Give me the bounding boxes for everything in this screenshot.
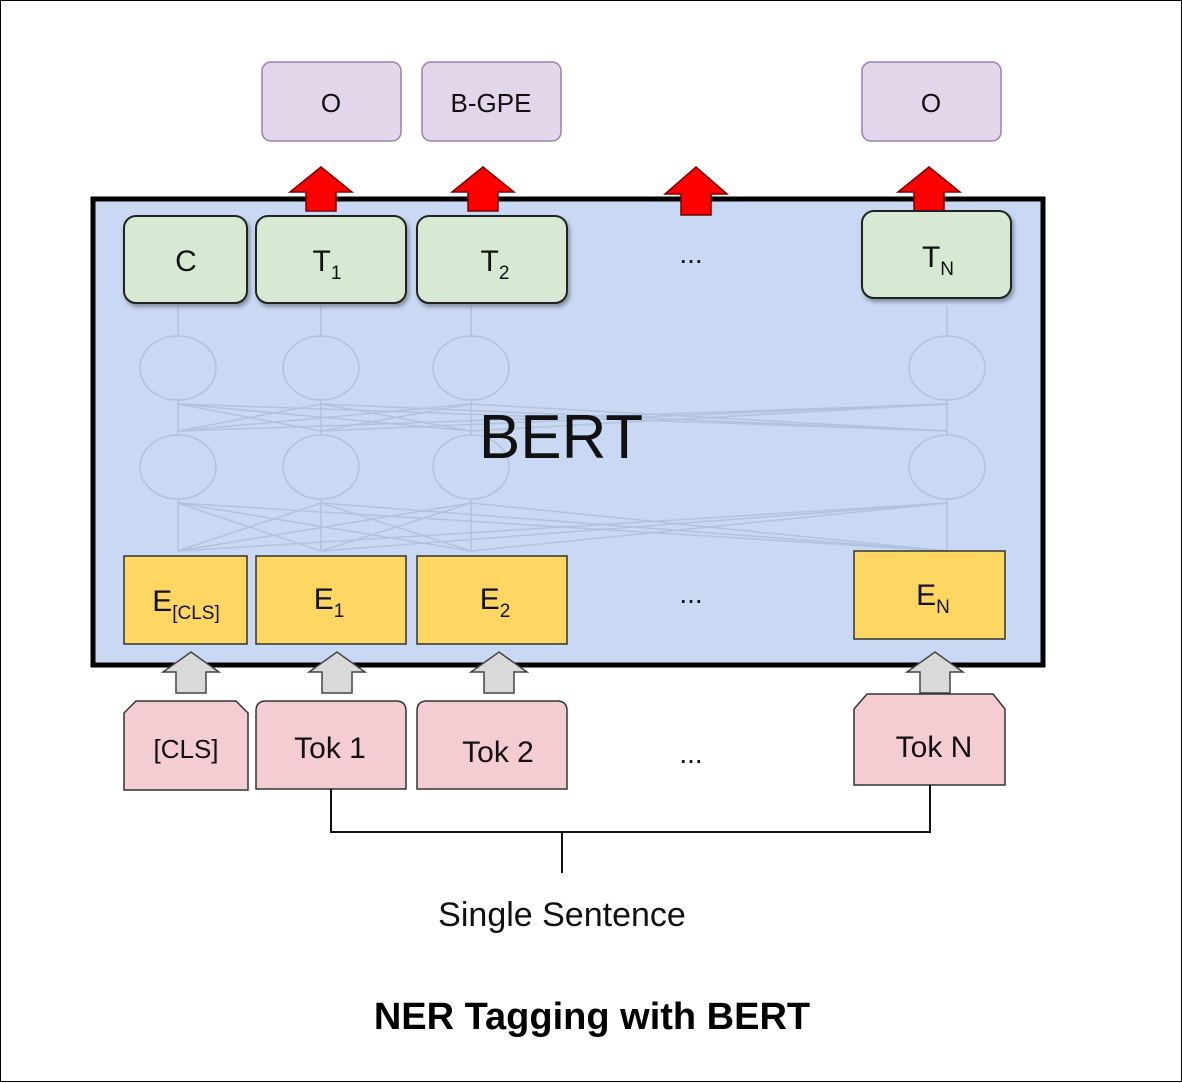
output-label: T2 bbox=[481, 245, 510, 284]
network-node bbox=[282, 434, 360, 500]
arrow-up-icon bbox=[468, 651, 530, 694]
tag-box bbox=[861, 61, 1002, 142]
tag-label: O bbox=[321, 88, 341, 118]
network-connection bbox=[470, 502, 948, 552]
output-label: C bbox=[175, 245, 197, 278]
tag-label: O bbox=[921, 88, 941, 118]
token-label: Tok N bbox=[896, 731, 973, 764]
network-node bbox=[282, 335, 360, 401]
network-connection bbox=[320, 403, 472, 432]
token-row bbox=[123, 693, 1006, 791]
network-connection bbox=[320, 502, 948, 552]
embedding-label: E1 bbox=[314, 583, 345, 622]
embedding-box bbox=[255, 555, 407, 645]
output-box bbox=[416, 215, 568, 304]
ellipsis: ... bbox=[679, 238, 702, 269]
network-connection bbox=[177, 502, 472, 552]
embedding-label: EN bbox=[916, 579, 950, 618]
tag-box bbox=[421, 61, 562, 142]
embedding-label: E[CLS] bbox=[152, 585, 220, 624]
output-box bbox=[255, 215, 407, 304]
output-arrows bbox=[287, 166, 963, 216]
embedding-box bbox=[853, 550, 1006, 640]
embedding-label: E2 bbox=[480, 583, 511, 622]
network-connection bbox=[470, 403, 948, 432]
network-node bbox=[139, 335, 217, 401]
network-connection bbox=[177, 403, 948, 432]
network-connection bbox=[177, 502, 322, 552]
network-connection bbox=[177, 403, 322, 432]
ellipsis: ... bbox=[679, 578, 702, 609]
network-connection bbox=[177, 502, 948, 552]
tag-row: O B-GPE O bbox=[261, 61, 1002, 142]
arrow-up-icon bbox=[306, 651, 368, 694]
network-node bbox=[908, 434, 986, 500]
token-label: Tok 1 bbox=[294, 732, 366, 765]
ellipsis: ... bbox=[679, 738, 702, 769]
network-connection bbox=[320, 502, 472, 552]
embedding-row bbox=[123, 550, 1006, 645]
network-connection bbox=[320, 403, 948, 432]
tag-box bbox=[261, 61, 402, 142]
network-node bbox=[908, 335, 986, 401]
input-arrows bbox=[160, 651, 966, 694]
token-box bbox=[416, 700, 568, 790]
diagram-caption: NER Tagging with BERT bbox=[373, 996, 811, 1038]
input-label: Single Sentence bbox=[438, 896, 686, 934]
output-label: TN bbox=[922, 241, 954, 280]
token-label: [CLS] bbox=[153, 734, 218, 764]
arrow-up-icon bbox=[662, 166, 730, 216]
token-label: Tok 2 bbox=[462, 736, 534, 769]
output-box bbox=[861, 210, 1012, 299]
network-layers bbox=[139, 306, 986, 552]
network-connection bbox=[177, 403, 472, 432]
network-node bbox=[432, 335, 510, 401]
token-box bbox=[123, 700, 249, 791]
output-label: T1 bbox=[313, 245, 342, 284]
output-row bbox=[123, 210, 1012, 304]
arrow-up-icon bbox=[904, 651, 966, 694]
bert-label: BERT bbox=[479, 403, 643, 472]
sentence-bracket bbox=[330, 785, 931, 873]
output-box bbox=[123, 215, 248, 304]
arrow-up-icon bbox=[895, 166, 963, 212]
network-node bbox=[432, 434, 510, 500]
arrow-up-icon bbox=[160, 651, 222, 694]
network-node bbox=[139, 434, 217, 500]
arrow-up-icon bbox=[287, 166, 355, 212]
embedding-box bbox=[416, 555, 568, 645]
token-box bbox=[255, 700, 407, 790]
tag-label: B-GPE bbox=[451, 88, 532, 118]
embedding-box bbox=[123, 555, 248, 645]
arrow-up-icon bbox=[449, 166, 517, 212]
token-box bbox=[853, 693, 1006, 786]
